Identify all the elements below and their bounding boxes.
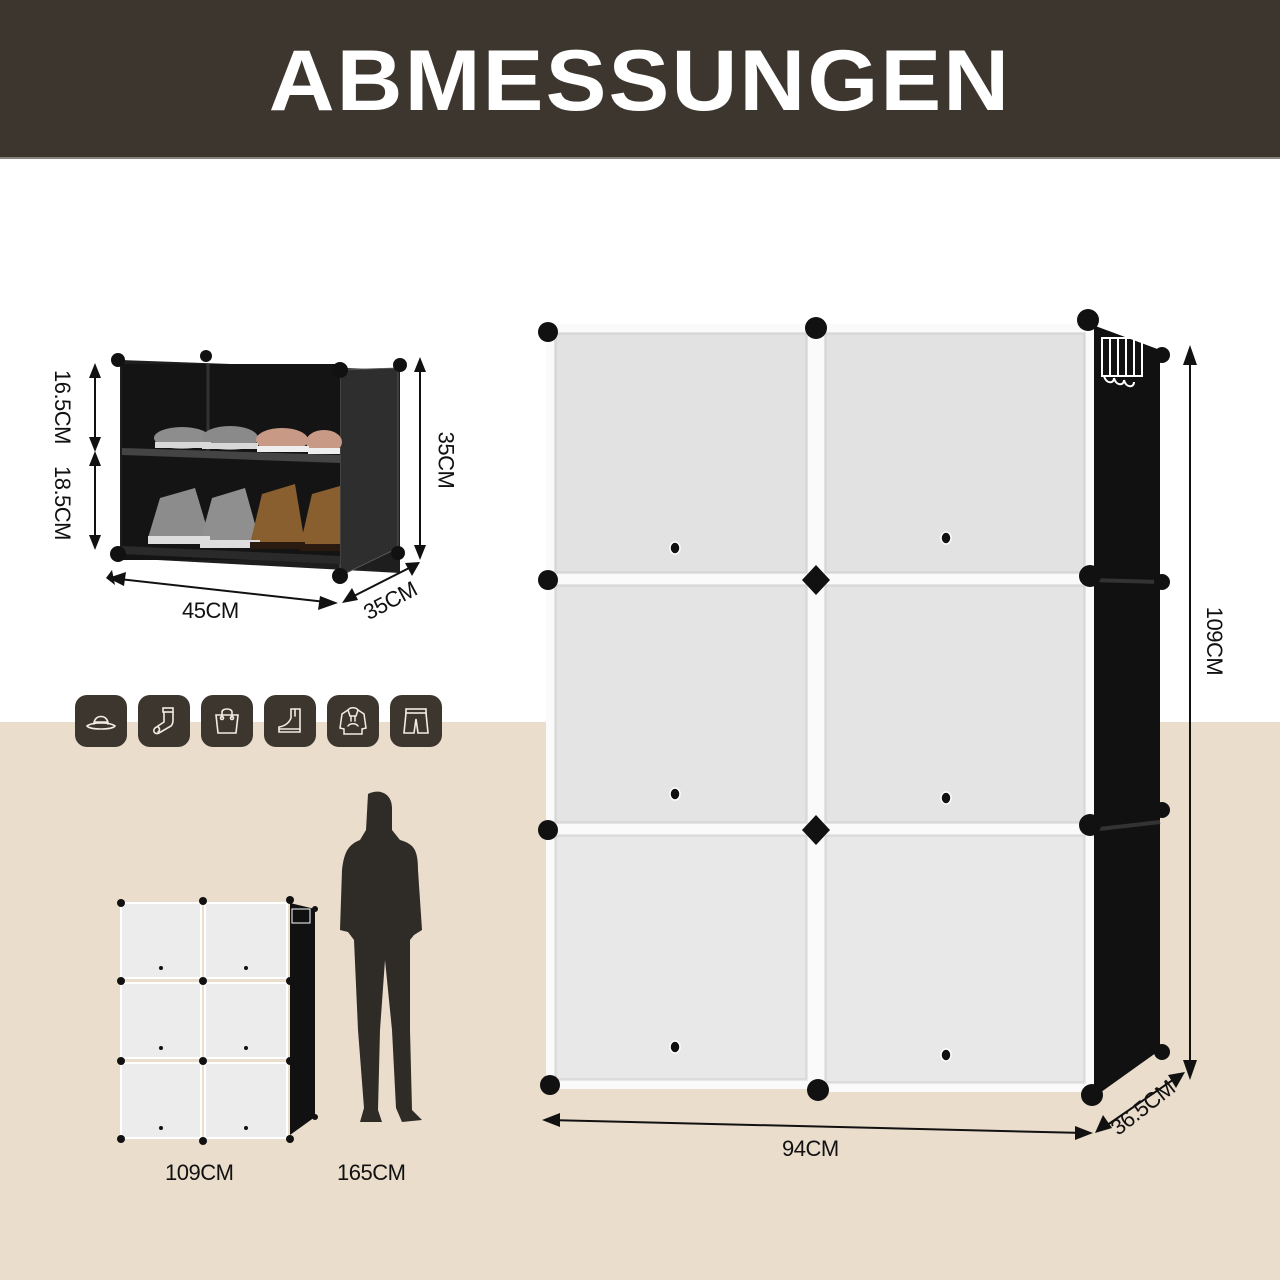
main-cabinet-illustration <box>538 309 1170 1106</box>
main-cabinet-width-label: 94CM <box>782 1136 839 1161</box>
sock-icon <box>138 695 190 747</box>
hat-icon <box>75 695 127 747</box>
boot-icon <box>264 695 316 747</box>
shoe-rack-width-label: 45CM <box>182 598 239 623</box>
small-cabinet-height-label: 109CM <box>165 1160 234 1185</box>
main-cabinet-height-label: 109CM <box>1202 606 1228 676</box>
small-cabinet-illustration <box>117 896 318 1145</box>
shorts-icon <box>390 695 442 747</box>
person-silhouette <box>340 791 422 1122</box>
usage-icon-row <box>75 695 442 747</box>
page-title: ABMESSUNGEN <box>268 33 1012 129</box>
shoe-rack-illustration <box>110 350 407 584</box>
hoodie-icon <box>327 695 379 747</box>
bag-icon <box>201 695 253 747</box>
person-height-label: 165CM <box>337 1160 406 1185</box>
header-band <box>0 0 1280 157</box>
header-divider <box>0 157 1280 159</box>
